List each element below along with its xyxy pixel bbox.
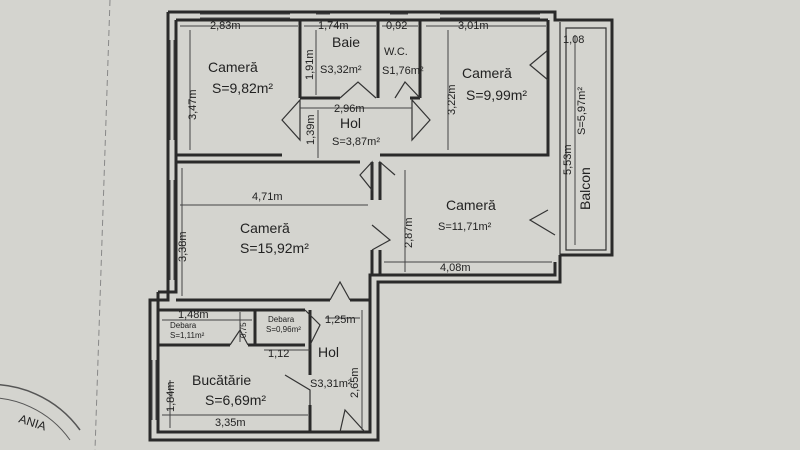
baie-width: 1,74m [318, 20, 349, 32]
camera2-name: Cameră [462, 65, 512, 81]
debara2-area: S=0,96m² [266, 325, 301, 334]
baie-area: S3,32m² [320, 64, 362, 76]
debara1-area: S=1,11m² [170, 331, 205, 340]
windows [151, 13, 540, 420]
camera1-height: 3,47m [187, 89, 199, 120]
camera2-area: S=9,99m² [466, 87, 527, 103]
hol1-name: Hol [340, 115, 361, 131]
hol2-height: 2,65m [349, 367, 361, 398]
camera4-area: S=11,71m² [438, 221, 492, 233]
hol2-name: Hol [318, 344, 339, 360]
camera3-area: S=15,92m² [240, 240, 309, 256]
margin-line [94, 0, 111, 450]
hol2-area: S3,31m² [310, 378, 352, 390]
bucatarie-name: Bucătărie [192, 372, 251, 388]
bucatarie-width: 3,35m [215, 417, 246, 429]
hol1-height: 1,39m [305, 114, 317, 145]
camera4-width: 4,08m [440, 262, 471, 274]
camera2-height: 3,22m [446, 84, 458, 115]
debara2-width: 1,25m [325, 314, 356, 326]
balcon-height: 5,53m [562, 144, 574, 175]
camera3-height: 3,38m [177, 231, 189, 262]
doors [229, 49, 556, 433]
dimension-lines [162, 25, 576, 430]
hol2-width: 1,12 [268, 348, 289, 360]
camera4-name: Cameră [446, 197, 496, 213]
wc-width: 0,92 [386, 20, 407, 32]
camera3-width: 4,71m [252, 191, 283, 203]
bucatarie-height: 1,84m [165, 381, 177, 412]
baie-name: Baie [332, 34, 360, 50]
debara1-height: 0,75 [239, 322, 248, 338]
hol1-width: 2,96m [334, 103, 365, 115]
camera4-height: 2,87m [403, 217, 415, 248]
bucatarie-area: S=6,69m² [205, 392, 266, 408]
debara1-width: 1,48m [178, 309, 209, 321]
camera3-name: Cameră [240, 220, 290, 236]
wc-area: S1,76m² [382, 65, 424, 77]
wc-name: W.C. [384, 46, 408, 58]
balcon-width: 1,08 [563, 34, 584, 46]
balcon-area: S=5,97m² [576, 87, 588, 135]
camera1-width: 2,83m [210, 20, 241, 32]
debara2-name: Debara [268, 315, 295, 324]
camera2-width: 3,01m [458, 20, 489, 32]
baie-height: 1,91m [304, 49, 316, 80]
walls [148, 10, 614, 442]
debara1-name: Debara [170, 321, 197, 330]
balcon-name: Balcon [577, 167, 593, 210]
hol1-area: S=3,87m² [332, 136, 380, 148]
camera1-area: S=9,82m² [212, 80, 273, 96]
camera1-name: Cameră [208, 59, 258, 75]
